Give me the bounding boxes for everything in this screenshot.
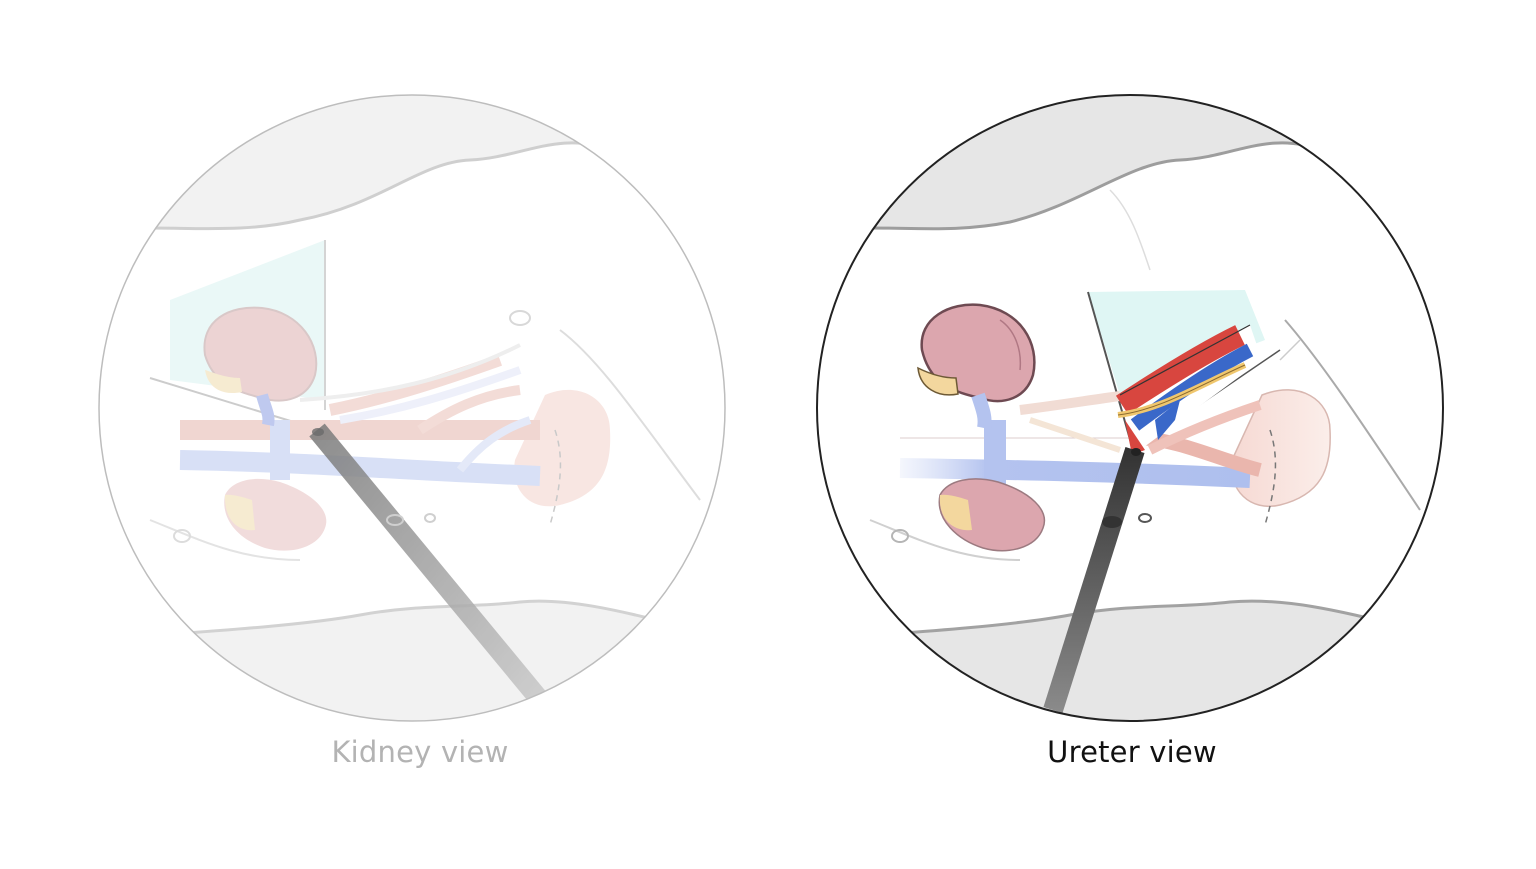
ureter-view-lens-outline — [816, 94, 1444, 722]
ureter-view-caption: Ureter view — [1047, 735, 1217, 769]
kidney-view-caption: Kidney view — [331, 735, 509, 769]
kidney-view-panel — [98, 94, 726, 722]
ureter-view-panel — [816, 94, 1444, 722]
kidney-view-lens-outline — [98, 94, 726, 722]
